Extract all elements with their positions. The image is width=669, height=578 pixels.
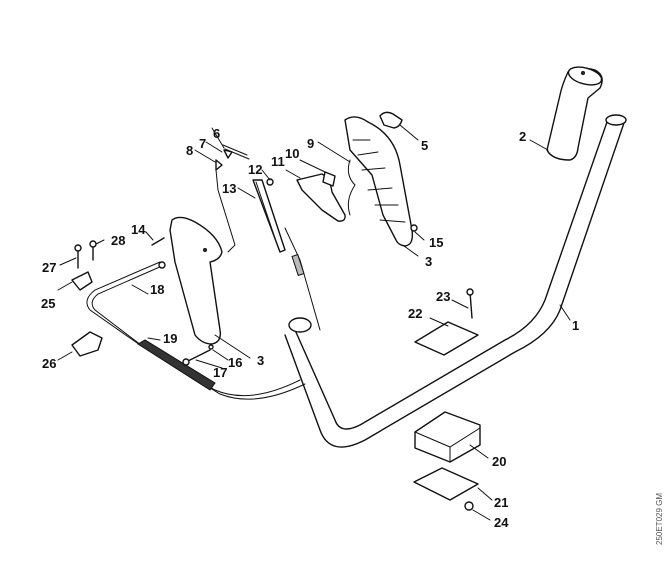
- throttle-housing-right: [344, 116, 414, 247]
- clamp-upper: [414, 288, 479, 356]
- part-5-clip: [379, 111, 403, 129]
- callout-12: 12: [248, 162, 262, 177]
- leader-lines: [57, 124, 571, 521]
- callout-21: 21: [494, 495, 508, 510]
- clamp-21: [413, 467, 479, 501]
- parts-6-7-8: [215, 144, 250, 253]
- callout-9: 9: [307, 136, 314, 151]
- part-15-nut: [410, 224, 418, 232]
- callout-10: 10: [285, 146, 299, 161]
- callout-13: 13: [222, 181, 236, 196]
- callout-16: 16: [228, 355, 242, 370]
- callout-14: 14: [131, 222, 146, 237]
- callout-1: 1: [572, 318, 579, 333]
- callout-28: 28: [111, 233, 125, 248]
- callout-7: 7: [199, 136, 206, 151]
- part-12-spring: [266, 178, 274, 186]
- throttle-cable-upper: [284, 227, 321, 331]
- part-14-screw: [151, 237, 165, 246]
- part-25-clip: [71, 271, 93, 291]
- callout-27: 27: [42, 260, 56, 275]
- parts-27-28-screws: [74, 240, 97, 269]
- throttle-housing-left: [169, 216, 223, 345]
- callout-20: 20: [492, 454, 506, 469]
- control-cable: [86, 261, 306, 400]
- callout-5: 5: [421, 138, 428, 153]
- parts-16-17: [182, 344, 214, 366]
- part-24-nut: [464, 501, 474, 511]
- callout-11: 11: [271, 154, 285, 169]
- callout-24: 24: [494, 515, 509, 530]
- part-13-lever: [252, 179, 286, 253]
- part-26-bracket: [71, 331, 103, 357]
- callout-26: 26: [42, 356, 56, 371]
- callout-25: 25: [41, 296, 55, 311]
- callout-17: 17: [213, 365, 227, 380]
- clamp-20: [414, 411, 481, 463]
- callout-3-left: 3: [257, 353, 264, 368]
- callout-6: 6: [213, 126, 220, 141]
- cable-sleeve: [291, 253, 305, 277]
- callout-22: 22: [408, 306, 422, 321]
- callout-3-right: 3: [425, 254, 432, 269]
- callout-19: 19: [163, 331, 177, 346]
- callout-15: 15: [429, 235, 443, 250]
- throttle-trigger: [296, 159, 356, 222]
- grip: [546, 66, 603, 161]
- callout-23: 23: [436, 289, 450, 304]
- callout-2: 2: [519, 129, 526, 144]
- callout-18: 18: [150, 282, 164, 297]
- callout-8: 8: [186, 143, 193, 158]
- handlebar-tube: [284, 114, 627, 448]
- watermark-code: 250ET029 GM: [655, 493, 664, 545]
